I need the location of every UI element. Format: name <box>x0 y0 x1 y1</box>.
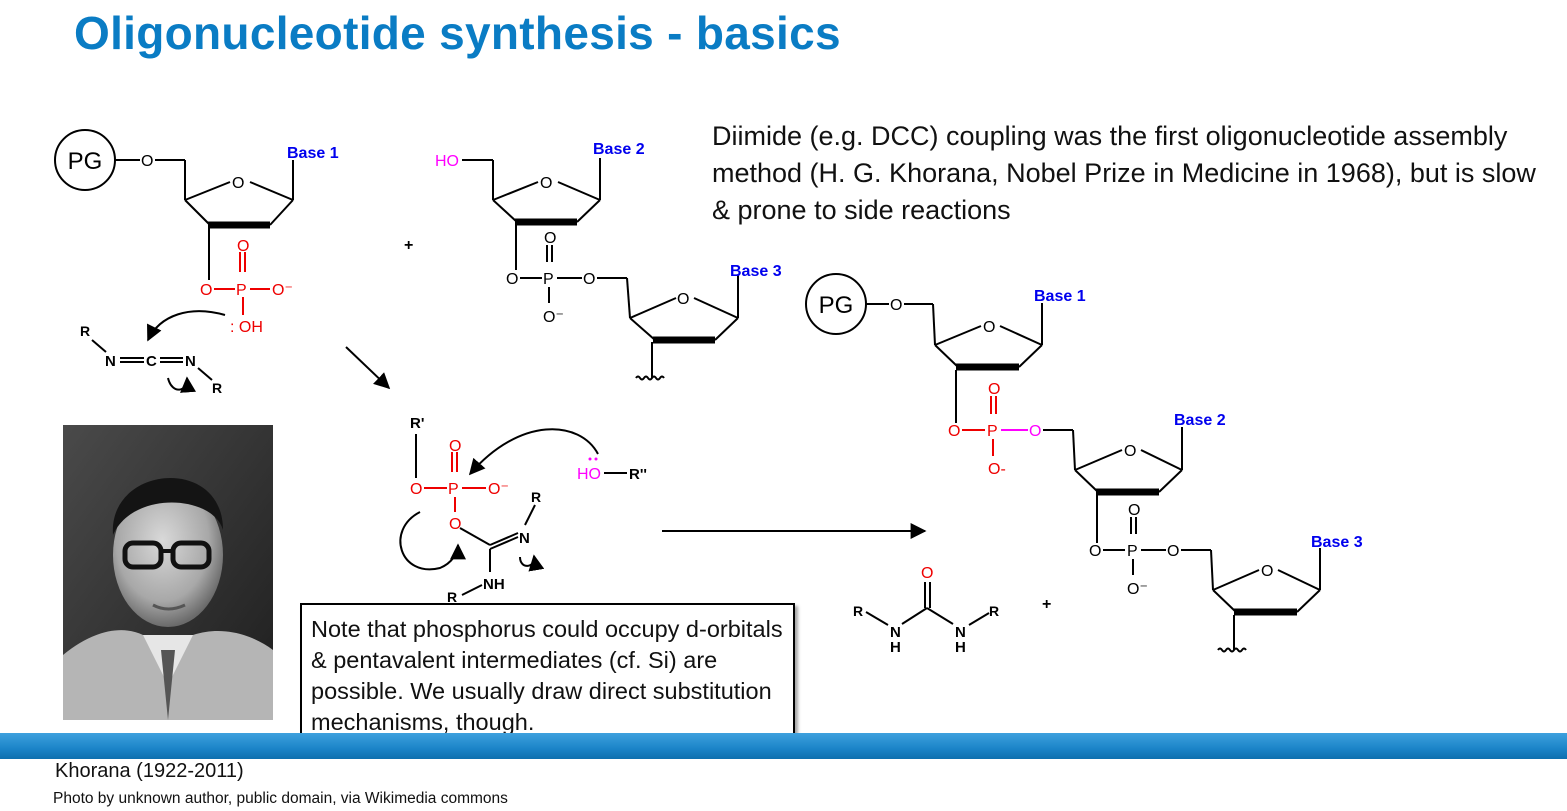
plus-sign-2: + <box>1042 596 1051 613</box>
svg-text:P: P <box>448 481 459 498</box>
svg-text:H: H <box>955 639 966 656</box>
base-1-label: Base 1 <box>287 145 339 162</box>
svg-text:N: N <box>519 530 530 547</box>
svg-text:R: R <box>447 589 457 605</box>
curved-arrow-icon <box>147 310 226 342</box>
svg-text:R: R <box>212 380 222 396</box>
svg-text:C: C <box>146 353 157 370</box>
pg-label-1: PG <box>68 148 103 175</box>
dinucleotide-2-3: HO O Base 2 O P O O⁻ O O Base 3 <box>435 141 782 381</box>
svg-text:O: O <box>1261 563 1273 580</box>
portrait-photo <box>63 425 273 720</box>
product-base-3: Base 3 <box>1311 534 1363 551</box>
footer-band <box>0 733 1567 759</box>
svg-text:O: O <box>1167 543 1179 560</box>
product-base-2: Base 2 <box>1174 412 1226 429</box>
svg-text:N: N <box>105 353 116 370</box>
reaction-arrow-icon <box>345 346 391 390</box>
svg-text:O: O <box>544 230 556 247</box>
svg-text:R': R' <box>410 415 424 432</box>
svg-text:O⁻: O⁻ <box>1127 581 1148 598</box>
svg-text:HO: HO <box>435 153 459 170</box>
svg-text:O⁻: O⁻ <box>543 309 564 326</box>
svg-text:NH: NH <box>483 576 505 593</box>
svg-text:O: O <box>200 282 212 299</box>
svg-text:P: P <box>987 423 998 440</box>
curved-arrow-icon <box>468 428 599 476</box>
svg-text:O: O <box>677 291 689 308</box>
intro-text: Diimide (e.g. DCC) coupling was the firs… <box>712 121 1536 225</box>
base-3-label: Base 3 <box>730 263 782 280</box>
svg-text:R: R <box>989 603 999 619</box>
base-2-label: Base 2 <box>593 141 645 158</box>
svg-text:R: R <box>531 489 541 505</box>
carbodiimide: R N C N R <box>80 323 222 396</box>
product-trinucleotide: PG O O Base 1 O P O O- O O Base 2 O <box>805 273 1363 653</box>
svg-text:P: P <box>236 282 247 299</box>
svg-text:O: O <box>449 516 461 533</box>
svg-text:N: N <box>955 624 966 641</box>
svg-text:O⁻: O⁻ <box>488 481 509 498</box>
curved-arrow-icon <box>519 554 545 572</box>
svg-text:O⁻: O⁻ <box>272 282 293 299</box>
svg-text:P: P <box>543 271 554 288</box>
svg-text:R: R <box>853 603 863 619</box>
svg-text:O: O <box>1128 502 1140 519</box>
svg-text:O: O <box>921 565 933 582</box>
svg-text:O: O <box>1029 423 1041 440</box>
svg-text:O: O <box>948 423 960 440</box>
note-box: Note that phosphorus could occupy d-orbi… <box>300 603 795 744</box>
product-base-1: Base 1 <box>1034 288 1086 305</box>
svg-text:O: O <box>449 438 461 455</box>
svg-text:O: O <box>410 481 422 498</box>
svg-text:O: O <box>540 175 552 192</box>
svg-text:N: N <box>890 624 901 641</box>
slide-title: Oligonucleotide synthesis - basics <box>74 7 841 59</box>
svg-text:O: O <box>506 271 518 288</box>
svg-text:O: O <box>1124 443 1136 460</box>
photo-caption: Khorana (1922-2011) <box>55 760 244 782</box>
svg-text:O: O <box>232 175 244 192</box>
phosphate-intermediate: R' O P O O⁻ O N R NH R HO R'' <box>399 415 647 605</box>
svg-text:: OH: : OH <box>230 319 263 336</box>
pg-label-2: PG <box>819 292 854 319</box>
svg-text:O-: O- <box>988 461 1006 478</box>
svg-text:R'': R'' <box>629 466 647 483</box>
svg-text:O: O <box>988 381 1000 398</box>
svg-text:HO: HO <box>577 466 601 483</box>
plus-sign-1: + <box>404 237 413 254</box>
svg-text:P: P <box>1127 543 1138 560</box>
photo-credit: Photo by unknown author, public domain, … <box>53 790 508 807</box>
svg-text:O: O <box>141 153 153 170</box>
svg-text:H: H <box>890 639 901 656</box>
svg-text:R: R <box>80 323 90 339</box>
curved-arrow-icon <box>399 511 466 571</box>
svg-text:N: N <box>185 353 196 370</box>
svg-text:O: O <box>1089 543 1101 560</box>
svg-text:O: O <box>983 319 995 336</box>
svg-text:O: O <box>583 271 595 288</box>
svg-text:O: O <box>890 297 902 314</box>
curved-arrow-icon <box>167 376 196 393</box>
svg-text:O: O <box>237 238 249 255</box>
urea-byproduct: O N H R N H R + <box>853 565 1051 656</box>
nucleotide-1: PG O O Base 1 O P O O⁻ : OH <box>54 129 339 342</box>
